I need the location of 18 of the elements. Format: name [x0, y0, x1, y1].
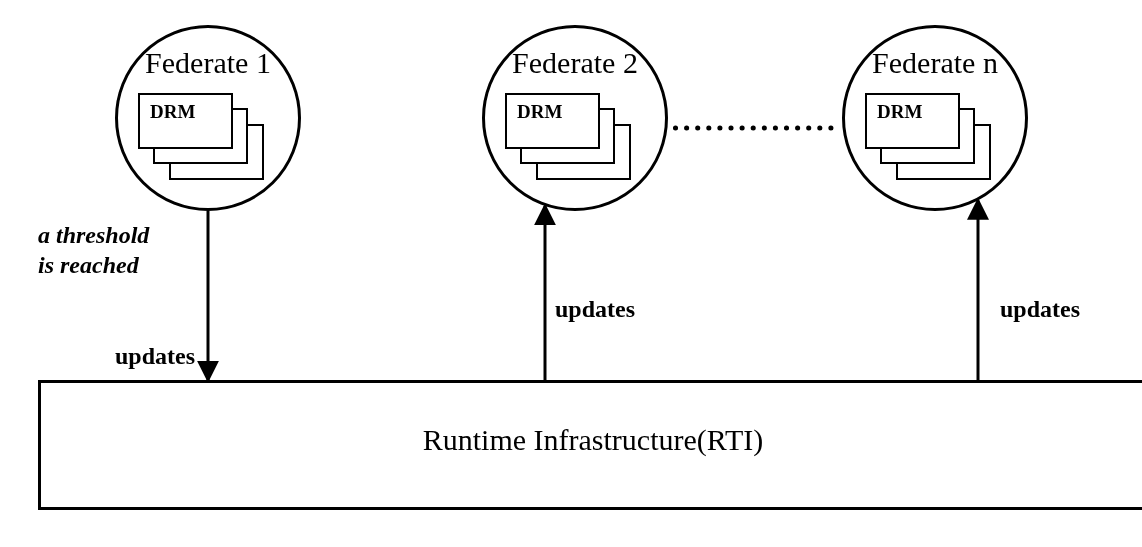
arrow: [197, 211, 219, 383]
drm-label: DRM: [877, 101, 924, 123]
federate-title: Federate n: [871, 46, 999, 80]
drm-box-stack: [138, 93, 264, 180]
rti-label: Runtime Infrastructure(RTI): [421, 423, 765, 457]
arrow: [967, 197, 989, 380]
federate-title: Federate 1: [144, 46, 272, 80]
drm-label: DRM: [150, 101, 197, 123]
edge-label: updates: [555, 296, 636, 323]
federate-title: Federate 2: [511, 46, 639, 80]
drm-box-stack: [505, 93, 631, 180]
drm-box-stack: [865, 93, 991, 180]
edge-label: updates: [1000, 296, 1081, 323]
note-text: a threshold is reached: [38, 221, 151, 280]
arrow: [534, 203, 556, 380]
edge-label: updates: [115, 343, 196, 370]
drm-label: DRM: [517, 101, 564, 123]
rti-box: [38, 380, 1142, 510]
